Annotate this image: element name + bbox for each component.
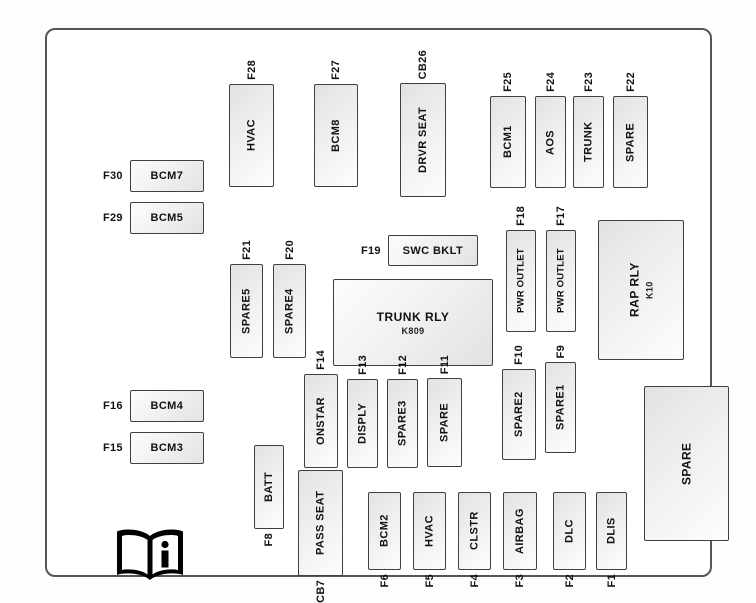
fuse-f15: F15 BCM3 (103, 432, 204, 464)
fuse-id-label: F18 (515, 206, 527, 226)
fuse-name-box: SPARE4 (273, 263, 306, 358)
fuse-id-label: CB26 (417, 50, 429, 80)
fuse-name-box: HVAC (413, 492, 446, 570)
relay-name: RAP RLY (627, 262, 642, 318)
fuse-f28: F28 HVAC (229, 60, 274, 187)
fuse-id-label: F20 (283, 240, 296, 260)
relay-name: TRUNK RLY (376, 309, 450, 324)
fuse-id-label: F14 (315, 350, 327, 370)
fuse-name-box: DLIS (596, 492, 627, 570)
fuse-f24: F24 AOS (535, 72, 566, 188)
fuse-id-label: F9 (554, 345, 567, 359)
fuse-id-label: F25 (502, 72, 514, 92)
fuse-cb26: CB26 DRVR SEAT (400, 50, 446, 198)
relay-trunk: TRUNK RLY K809 (333, 279, 493, 366)
fuse-name-box: SPARE (613, 95, 648, 188)
fuse-name-box: SPARE5 (230, 263, 263, 358)
fuse-name-box: HVAC (229, 83, 274, 187)
fuse-id-label: F21 (240, 240, 253, 260)
fuse-id-label: CB7 (314, 580, 327, 603)
fuse-f22: F22 SPARE (613, 72, 648, 188)
fuse-f23: F23 TRUNK (573, 72, 604, 188)
fuse-id-label: F8 (263, 533, 275, 547)
relay-code: K10 (644, 281, 655, 299)
fuse-f2: DLC F2 (553, 492, 586, 587)
relay-rap: RAP RLY K10 (598, 220, 684, 360)
fuse-name-box: AOS (535, 95, 566, 188)
fuse-id-label: F16 (103, 400, 123, 412)
relay-code: K809 (401, 325, 425, 336)
fuse-id-label: F15 (103, 442, 123, 454)
fuse-name-box: SWC BKLT (387, 235, 478, 266)
fuse-name-box: BCM4 (129, 390, 204, 422)
fusebox-panel: F28 HVAC F27 BCM8 CB26 DRVR SEAT F25 BCM… (45, 28, 729, 603)
fuse-f9: F9 SPARE1 (545, 345, 576, 454)
fuse-f17: F17 PWR OUTLET (546, 206, 576, 332)
fuse-id-label: F24 (544, 72, 557, 92)
fuse-id-label: F1 (605, 574, 618, 588)
fuse-id-label: F23 (582, 72, 595, 92)
fuse-id-label: F2 (563, 574, 576, 588)
fuse-name-box: BATT (254, 445, 284, 529)
fuse-id-label: F22 (624, 72, 637, 92)
fuse-f8: BATT F8 (254, 445, 284, 546)
fuse-f5: HVAC F5 (413, 492, 446, 587)
fuse-id-label: F28 (245, 60, 258, 80)
fuse-f1: DLIS F1 (596, 492, 627, 587)
fuse-name-box: DRVR SEAT (400, 83, 446, 198)
fuse-name-box: BCM7 (129, 160, 204, 192)
fuse-name-box: SPARE1 (545, 362, 576, 454)
fuse-name-box: CLSTR (458, 492, 491, 570)
fuse-f6: BCM2 F6 (368, 492, 401, 587)
fuse-id-label: F3 (514, 574, 526, 588)
fuse-name-box: DISPLY (347, 378, 378, 468)
fuse-f4: CLSTR F4 (458, 492, 491, 587)
fuse-name-box: BCM3 (129, 432, 204, 464)
fuse-id-label: F19 (361, 244, 381, 257)
fuse-id-label: F29 (103, 212, 123, 224)
fuse-f12: F12 SPARE3 (387, 355, 418, 468)
fuse-f19: F19 SWC BKLT (361, 235, 478, 266)
fuse-name-box: SPARE (427, 378, 462, 468)
fuse-f10: F10 SPARE2 (502, 345, 536, 460)
info-book-icon (111, 525, 189, 587)
fuse-f21: F21 SPARE5 (230, 240, 263, 358)
fuse-id-label: F17 (555, 206, 567, 226)
fuse-cb7: PASS SEAT CB7 (298, 470, 343, 603)
fuse-id-label: F6 (378, 574, 391, 588)
fuse-f11: F11 SPARE (427, 355, 462, 468)
fuse-name-box: BCM5 (129, 202, 204, 234)
fuse-name-box: BCM2 (368, 492, 401, 570)
fuse-id-label: F4 (468, 574, 481, 588)
fuse-id-label: F11 (438, 355, 451, 375)
fuse-id-label: F5 (423, 574, 436, 588)
fuse-name-box: TRUNK (573, 95, 604, 188)
fuse-f27: F27 BCM8 (314, 60, 358, 187)
fuse-id-label: F30 (103, 170, 123, 182)
fuse-name-box: PWR OUTLET (546, 229, 576, 332)
fuse-f14: F14 ONSTAR (304, 350, 338, 468)
fuse-f30: F30 BCM7 (103, 160, 204, 192)
fuse-f3: AIRBAG F3 (503, 492, 537, 587)
fuse-name-box: ONSTAR (304, 373, 338, 468)
fuse-name-box: SPARE2 (502, 368, 536, 460)
fuse-f16: F16 BCM4 (103, 390, 204, 422)
fuse-name-box: PASS SEAT (298, 470, 343, 576)
fuse-f18: F18 PWR OUTLET (506, 206, 536, 332)
fuse-name-box: DLC (553, 492, 586, 570)
fuse-f25: F25 BCM1 (490, 72, 526, 188)
spare-block: SPARE (644, 386, 729, 541)
fuse-name-box: PWR OUTLET (506, 229, 536, 332)
fuse-name-box: BCM1 (490, 95, 526, 188)
fuse-name-box: AIRBAG (503, 492, 537, 570)
fuse-f20: F20 SPARE4 (273, 240, 306, 358)
fuse-id-label: F13 (356, 355, 369, 375)
fuse-id-label: F12 (396, 355, 409, 375)
fuse-name-box: BCM8 (314, 83, 358, 187)
fuse-id-label: F10 (513, 345, 525, 365)
fuse-f29: F29 BCM5 (103, 202, 204, 234)
fuse-name-box: SPARE3 (387, 378, 418, 468)
fuse-f13: F13 DISPLY (347, 355, 378, 468)
fuse-id-label: F27 (330, 60, 342, 80)
